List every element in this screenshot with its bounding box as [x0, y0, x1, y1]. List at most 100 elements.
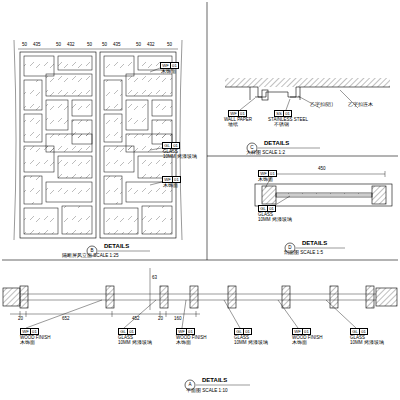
tag-text: GL — [235, 329, 243, 334]
tag-text: WF — [163, 177, 172, 182]
line-art — [2, 2, 398, 390]
line-art — [24, 146, 54, 172]
material-tag: GL01 — [118, 328, 136, 335]
line-art — [207, 156, 398, 157]
line-art — [262, 90, 268, 100]
line-art — [24, 208, 58, 234]
tag-text: 01 — [243, 329, 251, 334]
line-art — [282, 286, 290, 308]
material-tag: WF01 — [176, 328, 195, 335]
drawing-label: 乙字扣连木 — [348, 103, 373, 108]
line-art — [182, 300, 186, 328]
line-art — [2, 260, 398, 261]
drawing-label: 木饰面 — [176, 341, 191, 346]
line-art — [104, 208, 138, 234]
tag-text: 01 — [30, 329, 38, 334]
tag-text: 01 — [238, 111, 246, 116]
line-art — [20, 286, 374, 308]
detail-title: DETAILS — [264, 140, 289, 146]
line-art — [372, 186, 386, 204]
drawing-label: 160 — [174, 317, 182, 322]
tag-text: 01 — [267, 206, 275, 211]
drawing-label: 大样图 SCALE 1:2 — [246, 151, 285, 156]
drawing-label: 20 — [18, 317, 23, 322]
material-tag: GL01 — [234, 328, 252, 335]
drawing-label: GLASS — [234, 336, 249, 341]
tag-text: WF — [177, 329, 186, 334]
tag-text: 01 — [186, 329, 194, 334]
line-art — [376, 288, 397, 306]
line-art — [150, 182, 162, 185]
detail-title: DETAILS — [202, 377, 227, 383]
line-art — [26, 300, 356, 328]
drawing-label: 墙纸 — [228, 123, 238, 128]
drawing-label: 450 — [318, 167, 326, 172]
line-art — [46, 100, 68, 130]
line-art — [224, 300, 240, 328]
drawing-label: STAINLESS STEEL — [268, 118, 308, 123]
line-art — [190, 286, 198, 308]
drawing-label: 乙字扣(铝) — [310, 103, 333, 108]
drawing-label: 隔断屏风立面 SCALE 1:25 — [62, 254, 119, 259]
line-art — [255, 184, 392, 206]
tag-text: 01 — [171, 143, 179, 148]
drawing-label: 木饰面 — [258, 178, 273, 183]
drawing-label: 10MM 烤漆玻璃 — [163, 155, 197, 160]
drawing-label: GLASS — [118, 336, 133, 341]
line-art — [104, 56, 134, 76]
line-art — [100, 52, 176, 238]
drawing-label: 10MM 烤漆玻璃 — [350, 341, 384, 346]
drawing-label: 50 — [22, 43, 27, 48]
line-art — [20, 286, 28, 308]
tag-text: 01 — [172, 177, 180, 182]
drawing-label: 10MM 烤漆玻璃 — [258, 218, 292, 223]
line-art — [262, 174, 385, 175]
line-art — [24, 80, 42, 110]
line-art — [10, 314, 200, 315]
line-art — [26, 300, 102, 328]
line-art — [262, 171, 385, 177]
tag-text: GL — [163, 143, 171, 148]
drawing-label: 435 — [113, 43, 121, 48]
line-art — [62, 206, 92, 234]
material-tag: WF01 — [162, 176, 181, 183]
detail-title: DETAILS — [104, 243, 129, 249]
tag-text: GL — [351, 329, 359, 334]
drawing-label: 20 — [158, 317, 163, 322]
line-art — [3, 288, 20, 306]
drawing-label: GLASS — [163, 150, 178, 155]
drawing-label: 木饰面 — [20, 341, 35, 346]
line-art — [124, 300, 156, 328]
material-tag: WF01 — [292, 328, 311, 335]
drawing-label: GLASS — [350, 336, 365, 341]
drawing-label: 432 — [147, 43, 155, 48]
drawing-label: 木饰面 — [161, 70, 176, 75]
drawing-label: 木饰面 — [292, 341, 307, 346]
drawing-label: 50 — [167, 43, 172, 48]
line-art — [98, 251, 150, 252]
line-art — [326, 300, 356, 328]
line-art — [24, 114, 42, 142]
drawing-label: B — [90, 249, 93, 254]
tag-text: 01 — [302, 329, 310, 334]
tag-text: 01 — [127, 329, 135, 334]
line-art — [46, 74, 92, 96]
line-art — [196, 385, 250, 386]
line-art — [126, 74, 172, 96]
line-art — [106, 286, 114, 308]
drawing-label: GLASS — [258, 213, 273, 218]
tag-text: WF — [229, 111, 238, 116]
line-art — [225, 78, 390, 87]
line-art — [142, 206, 172, 234]
line-art — [228, 286, 236, 308]
drawing-label: 50 — [87, 43, 92, 48]
tag-text: SS — [275, 111, 283, 116]
material-tag: WF01 — [258, 170, 277, 177]
drawing-label: WOOD FINISH — [20, 336, 51, 341]
line-art — [14, 40, 182, 240]
line-art — [58, 156, 92, 178]
line-art — [58, 56, 92, 70]
tag-text: 01 — [359, 329, 367, 334]
drawing-label: 50 — [102, 43, 107, 48]
tag-text: GL — [259, 206, 267, 211]
